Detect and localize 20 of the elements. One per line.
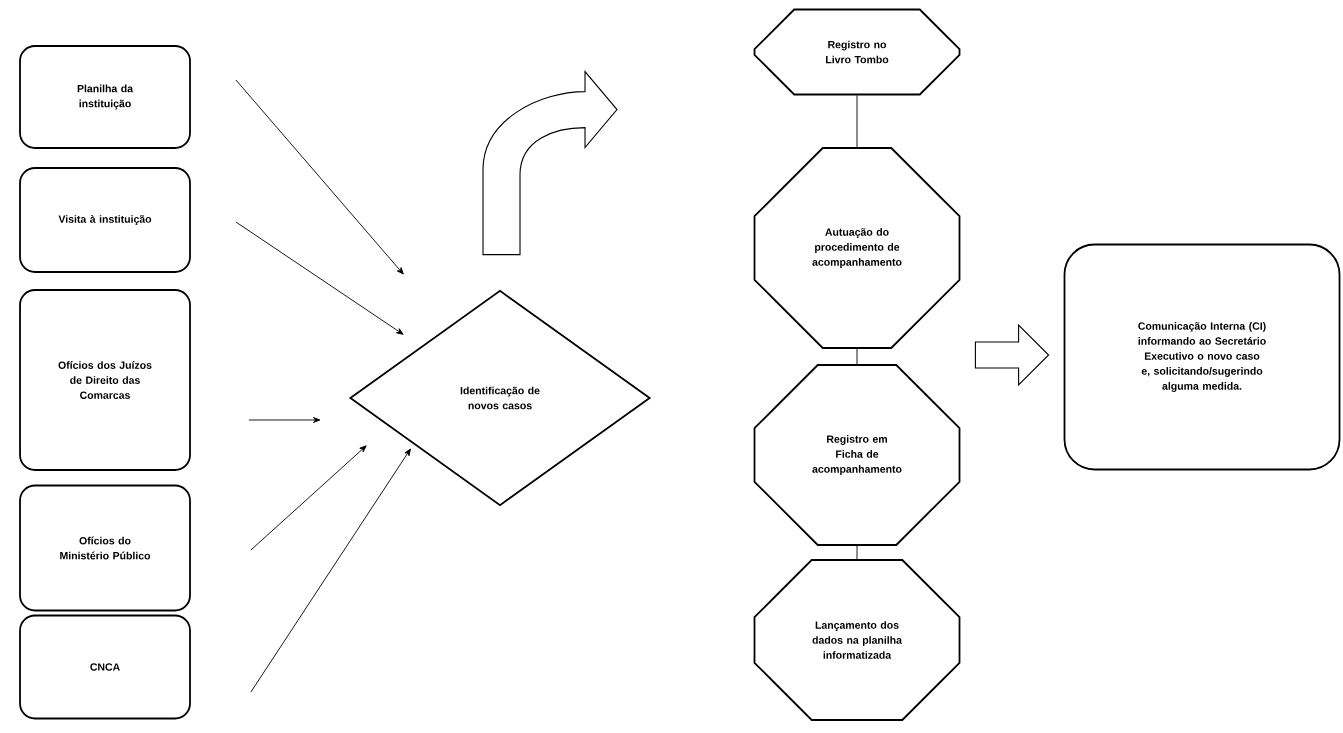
octagon-box: Registro em Ficha de acompanhamento [753, 364, 961, 546]
arrow [248, 417, 321, 423]
connector-line [856, 545, 858, 560]
octagon-box: Registro no Livro Tombo [753, 8, 961, 96]
connector-line [856, 348, 858, 365]
octagon-box: Lançamento dos dados na planilha informatizada [753, 559, 961, 721]
connector-line [856, 94, 858, 148]
arrow [235, 79, 404, 275]
arrow [250, 445, 367, 551]
block-arrow [482, 71, 618, 256]
arrow [250, 448, 411, 693]
rounded-box: Planilha da instituição [19, 45, 191, 149]
rounded-box: Visita à instituição [19, 167, 191, 273]
block-arrow [974, 323, 1050, 387]
rounded-box: CNCA [19, 614, 191, 720]
rounded-box: Ofícios dos Juízos de Direito das Comarcas [19, 289, 191, 471]
rounded-box: Ofícios do Ministério Público [19, 484, 191, 612]
octagon-box: Autuação do procedimento de acompanhamento [753, 147, 961, 349]
arrow [235, 221, 404, 335]
rounded-box: Comunicação Interna (CI) informando ao Secretário Executivo o novo caso e, solicitando/sugerindo alguma medida. [1063, 243, 1341, 471]
